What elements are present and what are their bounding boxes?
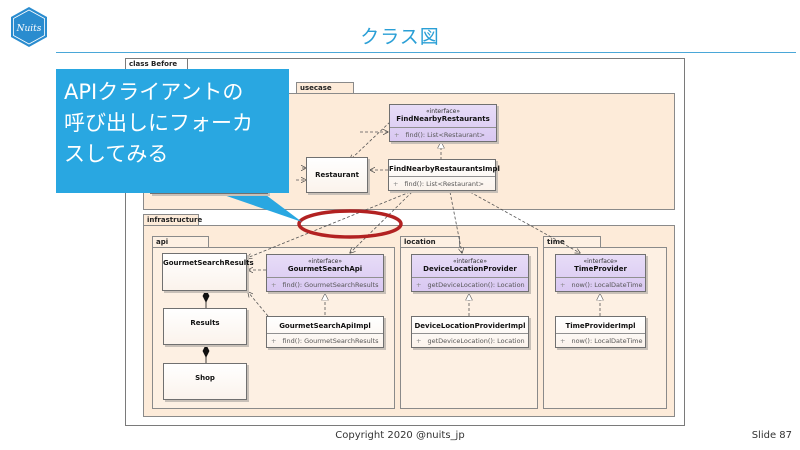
operation-signature: find(): List<Restaurant> [405,131,485,139]
class-time-provider: «interface» TimeProvider + now(): LocalDa… [555,254,646,292]
class-name: Results [190,318,220,327]
class-divider [390,127,496,128]
visibility: + [560,281,566,289]
class-divider [556,333,645,334]
class-time-provider-impl: TimeProviderImpl + now(): LocalDateTime [555,316,646,348]
visibility: + [393,180,399,188]
class-gourmet-search-results: GourmetSearchResults [162,253,254,291]
stereotype: «interface» [425,108,461,115]
class-device-location-provider-impl: DeviceLocationProviderImpl + getDeviceLoc… [411,316,529,348]
operation-signature: getDeviceLocation(): Location [427,337,525,345]
operation-signature: find(): GourmetSearchResults [282,337,379,345]
logo-text: Nuits [16,24,42,34]
package-tab-api: api [152,236,209,247]
title-divider [56,52,796,53]
class-name: GourmetSearchApiImpl [279,322,371,330]
class-name: Shop [195,373,215,382]
package-tab-usecase: usecase [296,82,354,93]
dep-impl-to-gourmet-api [350,191,413,253]
operation: + find(): List<Restaurant> [390,128,496,139]
class-divider [412,333,528,334]
operation-signature: find(): GourmetSearchResults [282,281,379,289]
class-find-nearby-restaurants-impl: FindNearbyRestaurantsImpl + find(): List<… [388,159,500,191]
nuits-logo: Nuits [11,7,47,47]
class-divider [389,176,495,177]
class-name: FindNearbyRestaurants [396,115,490,123]
visibility: + [394,131,400,139]
class-restaurant: Restaurant [306,157,368,193]
focus-callout: APIクライアントの 呼び出しにフォーカ スしてみる [56,69,289,193]
operation: + getDeviceLocation(): Location [412,334,528,345]
class-name: DeviceLocationProvider [423,265,517,273]
class-name: GourmetSearchResults [163,259,254,267]
stereotype: «interface» [307,258,343,265]
class-shop: Shop [163,363,247,400]
copyright-footer: Copyright 2020 @nuits_jp [335,430,465,441]
operation: + now(): LocalDateTime [556,334,645,345]
callout-pointer [215,192,302,222]
visibility: + [271,337,277,345]
operation: + find(): GourmetSearchResults [267,334,383,345]
class-name: FindNearbyRestaurantsImpl [389,165,500,173]
class-divider [412,277,528,278]
class-name: Restaurant [315,171,359,179]
class-divider [267,333,383,334]
slide-title: クラス図 [360,26,440,48]
callout-line-2: 呼び出しにフォーカ [64,111,253,135]
operation: + now(): LocalDateTime [556,278,645,289]
class-name: TimeProviderImpl [565,322,636,330]
operation: + find(): List<Restaurant> [389,177,495,188]
package-tab-time: time [543,236,601,247]
class-find-nearby-restaurants: «interface» FindNearbyRestaurants + find(… [389,104,497,142]
visibility: + [271,281,277,289]
operation: + getDeviceLocation(): Location [412,278,528,289]
class-gourmet-search-api: «interface» GourmetSearchApi + find(): Go… [266,254,384,292]
class-results: Results [163,308,247,345]
callout-line-1: APIクライアントの [64,80,244,104]
dep-impl-to-time [469,191,580,253]
focus-highlight-ellipse [297,209,403,239]
class-name: DeviceLocationProviderImpl [414,322,526,330]
operation-signature: now(): LocalDateTime [571,281,643,289]
class-gourmet-search-api-impl: GourmetSearchApiImpl + find(): GourmetSea… [266,316,384,348]
class-divider [267,277,383,278]
visibility: + [416,281,422,289]
visibility: + [416,337,422,345]
class-divider [556,277,645,278]
dep-impl-to-location [449,191,462,253]
class-name: GourmetSearchApi [287,265,363,273]
stereotype: «interface» [583,258,618,265]
class-name: TimeProvider [574,265,627,273]
dep-apiimpl-to-results [248,292,269,317]
operation: + find(): GourmetSearchResults [267,278,383,289]
class-device-location-provider: «interface» DeviceLocationProvider + getD… [411,254,529,292]
dep-impl-to-gourmet-results [247,191,411,258]
composition-diamond-2 [202,344,210,358]
package-tab-infrastructure: infrastructure [143,214,202,225]
slide-number: Slide 87 [751,430,792,441]
composition-diamond-1 [202,289,210,303]
operation-signature: now(): LocalDateTime [571,337,643,345]
callout-line-3: スしてみる [64,142,169,166]
operation-signature: find(): List<Restaurant> [404,180,484,188]
operation-signature: getDeviceLocation(): Location [427,281,525,289]
stereotype: «interface» [452,258,488,265]
visibility: + [560,337,566,345]
dep-interface-to-restaurant [350,121,391,160]
